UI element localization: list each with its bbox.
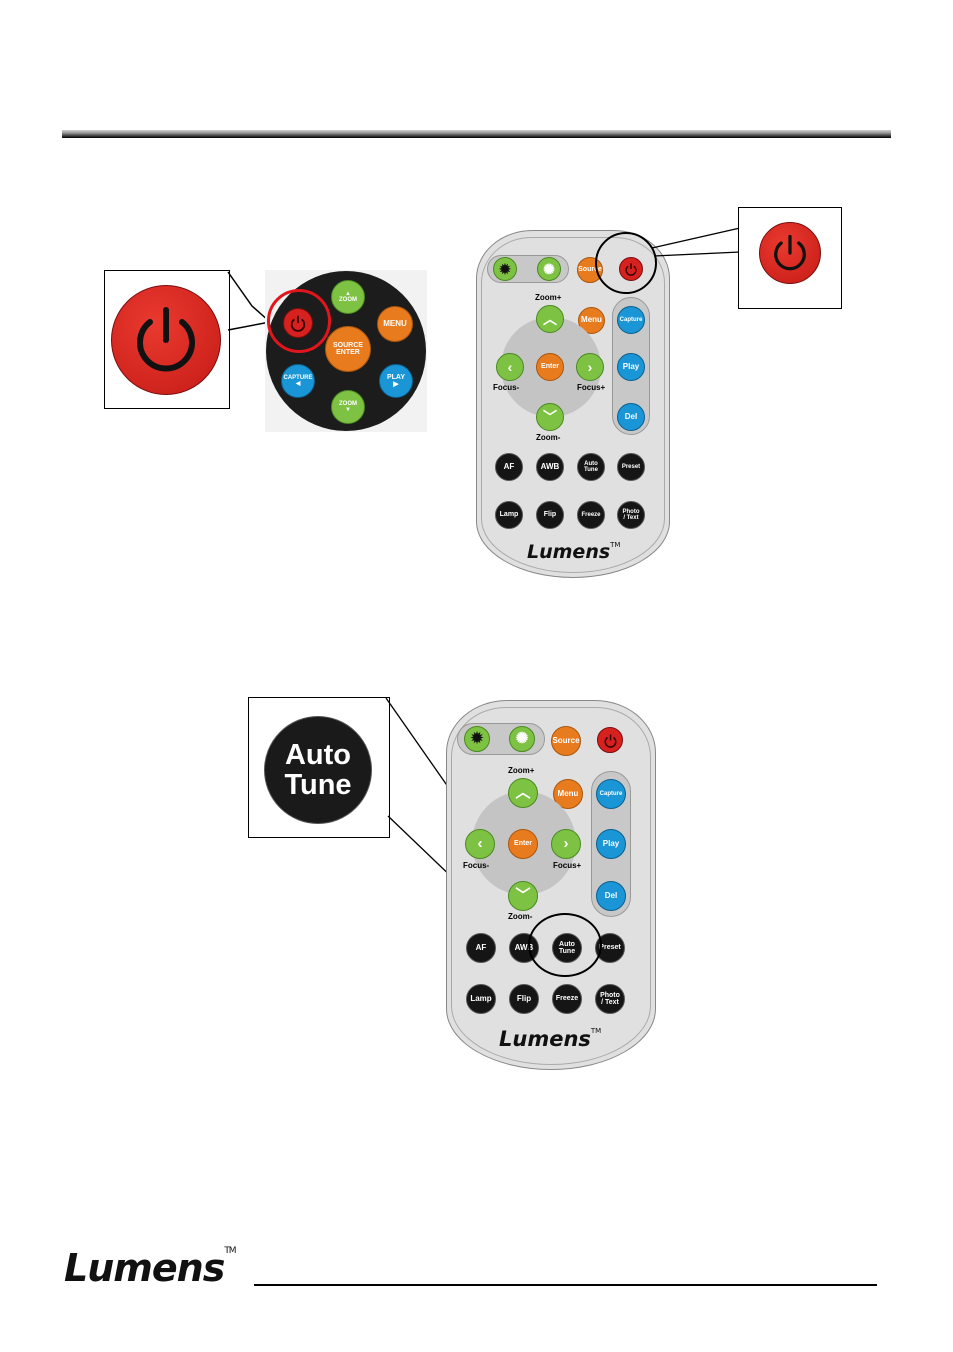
right-arrow-icon: ▶ bbox=[393, 381, 399, 388]
keypad-capture-button[interactable]: CAPTURE◀ bbox=[281, 364, 315, 398]
focus-plus-button[interactable]: › bbox=[576, 353, 604, 381]
af-button[interactable]: AF bbox=[466, 933, 496, 963]
af-button[interactable]: AF bbox=[495, 453, 523, 481]
power-icon-medium bbox=[759, 222, 821, 284]
photo-text-button[interactable]: Photo/ Text bbox=[617, 501, 645, 529]
power-highlight-ring bbox=[595, 232, 657, 294]
remote-control-2: ✹ ✺ Source Menu Capture Play Del Zoom+ ︿… bbox=[446, 700, 656, 1070]
power-icon-large bbox=[111, 285, 221, 395]
brightness-down-button[interactable]: ✺ bbox=[537, 257, 561, 281]
header-rule bbox=[62, 130, 891, 138]
enter-button[interactable]: Enter bbox=[536, 353, 564, 381]
chevron-right-icon: › bbox=[587, 358, 593, 375]
auto-tune-highlight-ring bbox=[528, 913, 602, 977]
chevron-down-icon: ﹀ bbox=[515, 887, 531, 905]
freeze-button[interactable]: Freeze bbox=[552, 984, 582, 1014]
zoom-plus-label: Zoom+ bbox=[535, 293, 562, 302]
del-button[interactable]: Del bbox=[617, 403, 645, 431]
zoom-minus-button[interactable]: ﹀ bbox=[536, 403, 564, 431]
photo-text-button[interactable]: Photo/ Text bbox=[595, 984, 625, 1014]
flip-button[interactable]: Flip bbox=[536, 501, 564, 529]
zoom-plus-button[interactable]: ︿ bbox=[536, 305, 564, 333]
play-button[interactable]: Play bbox=[596, 829, 626, 859]
chevron-up-icon: ︿ bbox=[543, 310, 557, 327]
zoom-minus-label: Zoom- bbox=[508, 912, 533, 921]
capture-button[interactable]: Capture bbox=[596, 779, 626, 809]
focus-minus-label: Focus- bbox=[463, 861, 490, 870]
focus-plus-button[interactable]: › bbox=[551, 829, 581, 859]
preset-button[interactable]: Preset bbox=[617, 453, 645, 481]
power-callout-left bbox=[104, 270, 230, 409]
freeze-button[interactable]: Freeze bbox=[577, 501, 605, 529]
brightness-down-button[interactable]: ✺ bbox=[509, 726, 535, 752]
remote-brand-logo: LumensTM bbox=[527, 541, 621, 563]
brightness-up-button[interactable]: ✹ bbox=[493, 257, 517, 281]
callout-pointer-right bbox=[651, 227, 741, 257]
chevron-up-icon: ︿ bbox=[515, 784, 531, 802]
focus-plus-label: Focus+ bbox=[577, 383, 606, 392]
footer-rule bbox=[254, 1284, 877, 1286]
capture-button[interactable]: Capture bbox=[617, 306, 645, 334]
play-button[interactable]: Play bbox=[617, 353, 645, 381]
lamp-button[interactable]: Lamp bbox=[495, 501, 523, 529]
sun-outline-icon: ✺ bbox=[515, 730, 529, 748]
focus-minus-button[interactable]: ‹ bbox=[496, 353, 524, 381]
sun-icon: ✹ bbox=[470, 730, 484, 748]
zoom-minus-button[interactable]: ﹀ bbox=[508, 881, 538, 911]
keypad-play-button[interactable]: PLAY▶ bbox=[379, 364, 413, 398]
remote-brand-logo: LumensTM bbox=[499, 1027, 602, 1051]
footer-logo: LumensTM bbox=[64, 1246, 237, 1290]
power-callout-right bbox=[738, 207, 842, 309]
chevron-left-icon: ‹ bbox=[507, 358, 513, 375]
zoom-plus-button[interactable]: ︿ bbox=[508, 778, 538, 808]
del-button[interactable]: Del bbox=[596, 881, 626, 911]
keypad-zoom-up-button[interactable]: ▲ZOOM bbox=[331, 280, 365, 314]
awb-button[interactable]: AWB bbox=[536, 453, 564, 481]
down-arrow-icon: ▼ bbox=[345, 407, 351, 413]
source-button[interactable]: Source bbox=[551, 726, 581, 756]
keypad-zoom-down-button[interactable]: ZOOM▼ bbox=[331, 390, 365, 424]
zoom-plus-label: Zoom+ bbox=[508, 766, 535, 775]
power-button[interactable] bbox=[597, 727, 623, 753]
enter-button[interactable]: Enter bbox=[508, 829, 538, 859]
sun-outline-icon: ✺ bbox=[543, 260, 555, 277]
sun-icon: ✹ bbox=[499, 260, 511, 277]
chevron-right-icon: › bbox=[563, 835, 569, 853]
focus-minus-button[interactable]: ‹ bbox=[465, 829, 495, 859]
focus-minus-label: Focus- bbox=[493, 383, 520, 392]
flip-button[interactable]: Flip bbox=[509, 984, 539, 1014]
focus-plus-label: Focus+ bbox=[553, 861, 582, 870]
up-arrow-icon: ▲ bbox=[345, 290, 351, 297]
lamp-button[interactable]: Lamp bbox=[466, 984, 496, 1014]
zoom-minus-label: Zoom- bbox=[536, 433, 561, 442]
brightness-up-button[interactable]: ✹ bbox=[464, 726, 490, 752]
callout-pointer bbox=[227, 271, 271, 331]
chevron-left-icon: ‹ bbox=[477, 835, 483, 853]
keypad-power-highlight bbox=[267, 289, 331, 353]
chevron-down-icon: ﹀ bbox=[543, 408, 557, 425]
keypad-menu-button[interactable]: MENU bbox=[377, 306, 413, 342]
left-arrow-icon: ◀ bbox=[295, 381, 301, 387]
